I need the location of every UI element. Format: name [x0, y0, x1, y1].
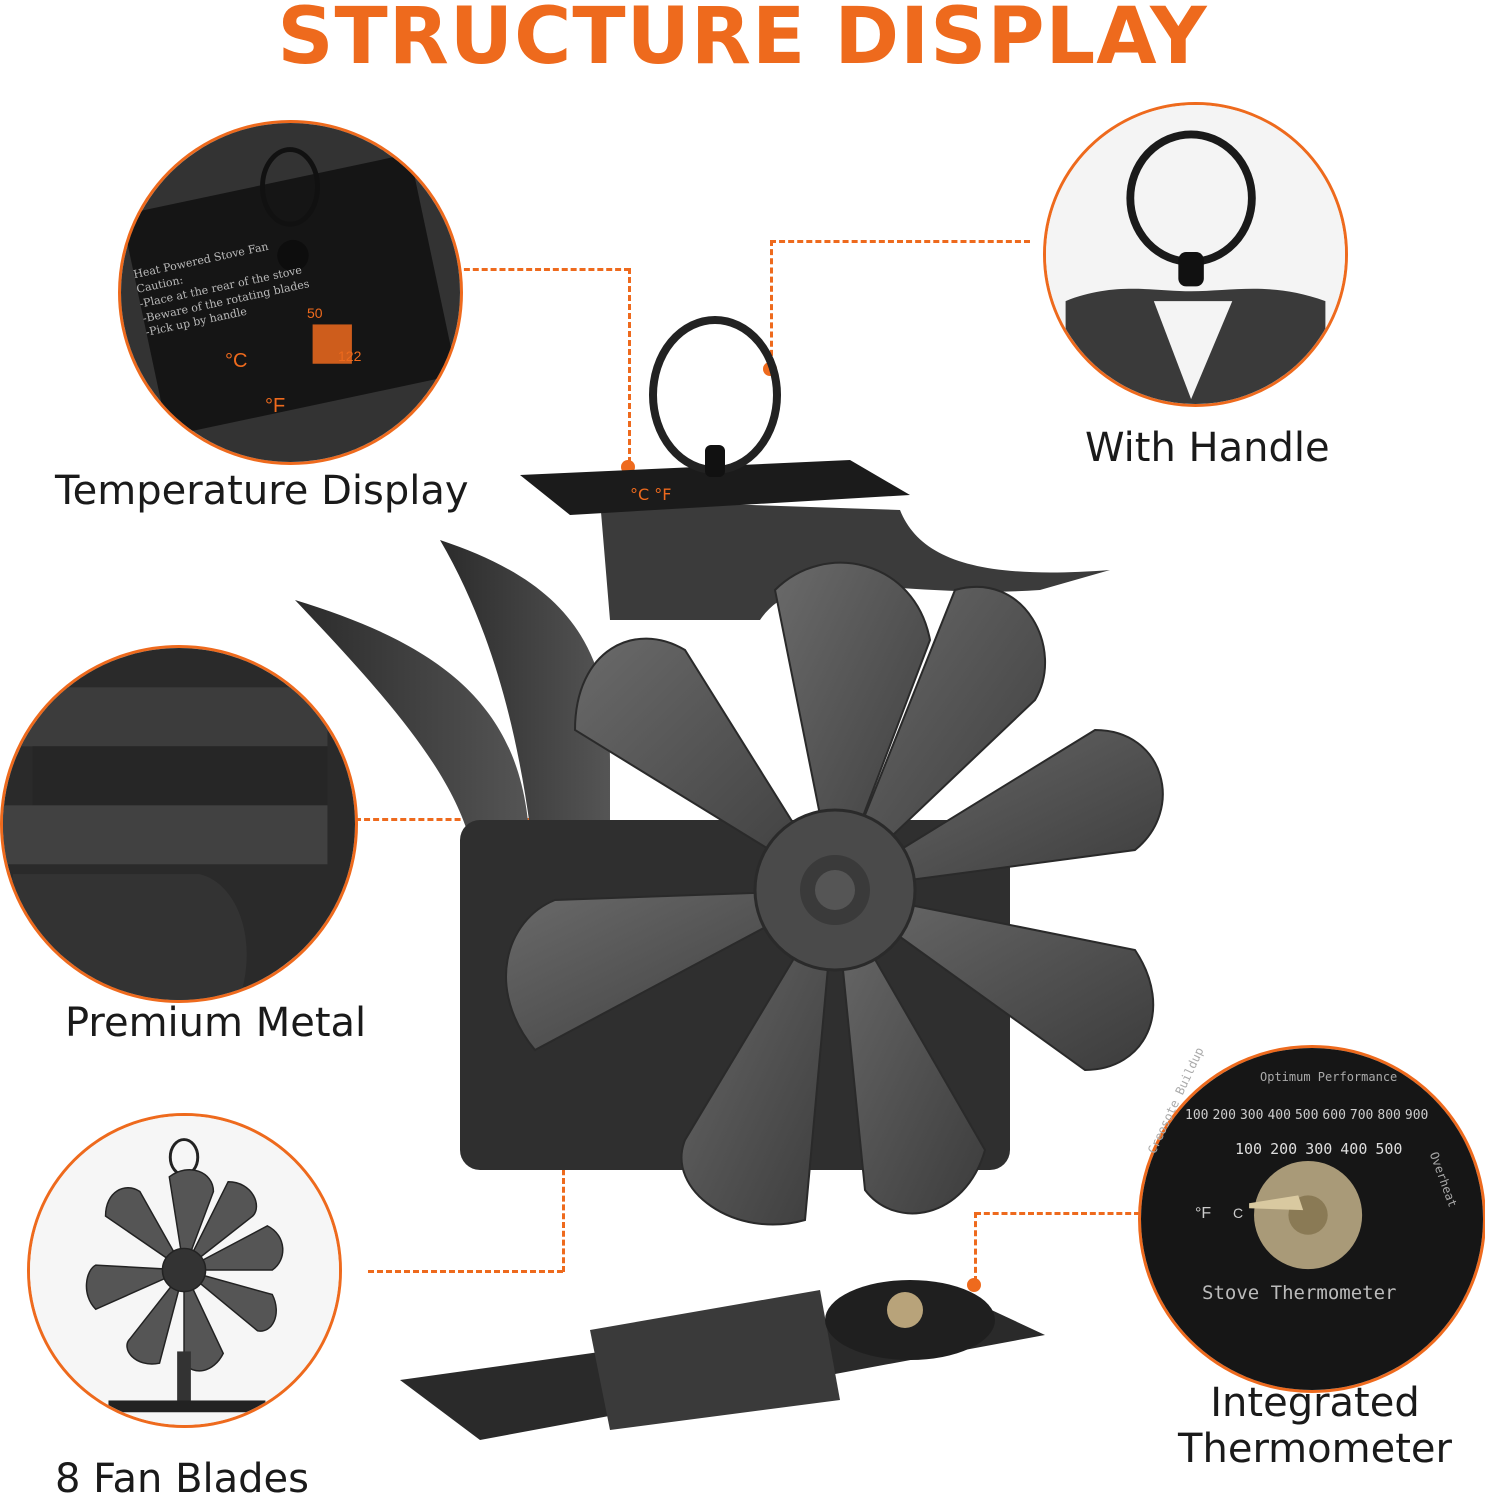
connector-blades-v [562, 1090, 565, 1272]
stove-fan-illustration: °C °F [295, 316, 1164, 1440]
inner-tick-3: 400 [1340, 1140, 1368, 1158]
label-with-handle: With Handle [1085, 425, 1330, 471]
outer-tick-5: 600 [1322, 1108, 1346, 1123]
celsius-label: °C [225, 350, 248, 372]
connector-temp [455, 268, 630, 271]
connector-thermo [975, 1212, 1140, 1215]
thermometer-unit-f: °F [1195, 1205, 1212, 1222]
fan-blades [505, 561, 1164, 1226]
outer-tick-0: 100 [1185, 1108, 1209, 1123]
thermometer-inner-scale: 100 200 300 400 500 [1235, 1140, 1402, 1158]
inner-tick-1: 200 [1270, 1140, 1298, 1158]
fahrenheit-label: °F [265, 395, 286, 417]
connector-blades [368, 1270, 563, 1273]
top-label [520, 460, 910, 515]
label-integrated-thermometer: Integrated Thermometer [1175, 1380, 1455, 1472]
inner-tick-4: 500 [1375, 1140, 1403, 1158]
connector-handle-v [770, 240, 773, 365]
svg-text:°C °F: °C °F [630, 485, 671, 504]
page-title: STRUCTURE DISPLAY [277, 0, 1208, 82]
inner-tick-0: 100 [1235, 1140, 1263, 1158]
connector-metal [355, 818, 533, 821]
outer-tick-2: 300 [1239, 1108, 1264, 1123]
fan-blades-zoom [27, 1113, 342, 1428]
connector-temp-v [628, 268, 631, 463]
thermometer-zoom [1138, 1045, 1485, 1393]
outer-tick-3: 400 [1267, 1108, 1291, 1123]
temperature-display-zoom [118, 120, 463, 465]
temp-value-f: 122 [338, 348, 362, 364]
label-thermometer: Thermometer [1178, 1426, 1452, 1472]
connector-thermo-dot [967, 1278, 981, 1292]
label-fan-blades: 8 Fan Blades [55, 1456, 309, 1502]
connector-handle [770, 240, 1030, 243]
label-integrated: Integrated [1210, 1380, 1420, 1426]
thermometer-unit-c: C [1233, 1205, 1244, 1221]
outer-tick-1: 200 [1212, 1108, 1236, 1123]
outer-tick-4: 500 [1294, 1108, 1319, 1123]
label-premium-metal: Premium Metal [65, 1000, 367, 1046]
outer-tick-7: 800 [1377, 1108, 1401, 1123]
label-temperature-display: Temperature Display [55, 468, 469, 514]
thermometer-outer-scale: 100 200 300 400 500 600 700 800 900 [1185, 1108, 1428, 1123]
thermometer-name: Stove Thermometer [1202, 1282, 1397, 1304]
outer-tick-6: 700 [1349, 1108, 1374, 1123]
inner-tick-2: 300 [1305, 1140, 1333, 1158]
handle-zoom [1043, 102, 1348, 407]
connector-thermo-v [974, 1212, 977, 1282]
premium-metal-zoom [0, 645, 358, 1003]
thermometer-zone-mid: Optimum Performance [1260, 1070, 1398, 1084]
temp-value-c: 50 [307, 305, 323, 321]
outer-tick-8: 900 [1404, 1108, 1429, 1123]
